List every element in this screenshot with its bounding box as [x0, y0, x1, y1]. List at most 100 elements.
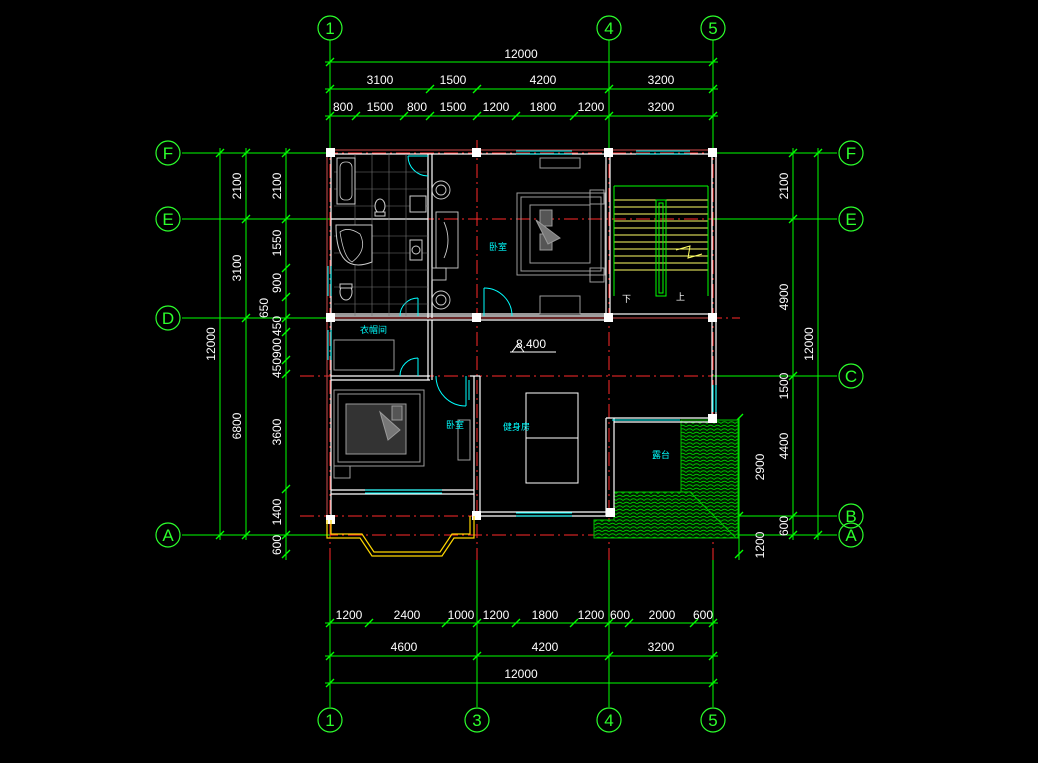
dim-bottom-r1: 2400: [394, 608, 421, 622]
svg-text:4: 4: [604, 711, 613, 730]
dim-left-inner: 1400: [270, 498, 284, 525]
dim-right-outer: 12000: [802, 327, 816, 361]
level-mark: 8.400: [510, 337, 556, 353]
axis-bubble-right-E: E: [838, 206, 864, 232]
dim-top-r2: 3200: [648, 100, 675, 114]
level-value: 8.400: [516, 337, 546, 351]
dim-left-inner: 2100: [270, 172, 284, 199]
basin: [409, 239, 423, 261]
dim-right-inner: 1500: [777, 372, 791, 399]
svg-text:4: 4: [604, 19, 613, 38]
dim-bottom-r1: 1000: [448, 608, 475, 622]
dim-bottom-r1: 1800: [532, 608, 559, 622]
svg-text:F: F: [846, 144, 856, 163]
axis-bubble-left-F: F: [155, 140, 181, 166]
staircase: [614, 199, 708, 271]
svg-text:5: 5: [708, 19, 717, 38]
axis-bubble-top-5: 5: [700, 15, 726, 41]
svg-text:F: F: [163, 144, 173, 163]
dim-left-outer: 3100: [230, 254, 244, 281]
toilet: [374, 198, 386, 214]
axis-bubble-right-A: A: [838, 522, 864, 548]
bathroom: [334, 154, 428, 316]
svg-text:D: D: [162, 309, 174, 328]
dim-top-r2: 1800: [530, 100, 557, 114]
axis-bubble-top-1: 1: [317, 15, 343, 41]
axis-bubble-bottom-5: 5: [700, 707, 726, 733]
room-label-gym: 健身房: [503, 421, 530, 433]
dim-top-r2: 800: [333, 100, 353, 114]
stair-down-label: 下: [622, 295, 631, 305]
structural-columns: [326, 148, 717, 524]
axis-bubble-left-E: E: [155, 206, 181, 232]
dim-bottom-r1: 1200: [483, 608, 510, 622]
dimension-ticks: [215, 57, 823, 688]
dim-left-inner: 450: [270, 316, 284, 336]
stair-up-label: 上: [676, 292, 685, 303]
dim-right-inner: 2100: [777, 172, 791, 199]
axis-bubble-left-D: D: [155, 305, 181, 331]
svg-text:E: E: [162, 210, 173, 229]
gym-table: [525, 392, 579, 484]
dim-top-r2: 1500: [367, 100, 394, 114]
dim-top-r2: 1500: [440, 100, 467, 114]
axis-bubble-bottom-3: 3: [464, 707, 490, 733]
dim-top-r2: 1200: [483, 100, 510, 114]
room-label-bedroom-top: 卧室: [489, 241, 507, 253]
room-label-terrace: 露台: [652, 449, 670, 461]
bedroom-low-furniture: [333, 339, 471, 479]
dim-bottom-r1: 600: [693, 608, 713, 622]
svg-text:3: 3: [472, 711, 481, 730]
terrace-roof-tiles: [593, 419, 739, 539]
svg-text:C: C: [845, 367, 857, 386]
dim-left-inner: 3600: [270, 418, 284, 445]
dim-right-inner: 4900: [777, 283, 791, 310]
dim-left-inner: 900: [270, 338, 284, 358]
dim-right-extra: 2900: [753, 453, 767, 480]
axis-bubble-right-B: B: [838, 503, 864, 529]
dim-right-inner: 4400: [777, 432, 791, 459]
room-label-bedroom-low: 卧室: [446, 419, 464, 431]
dim-bottom-total: 12000: [504, 667, 538, 681]
svg-text:E: E: [845, 210, 856, 229]
dim-left-outer: 6800: [230, 412, 244, 439]
dim-left-inner: 900: [270, 273, 284, 293]
left-dimensions: 12000 2100 3100 6800 2100 1550 900 650 4…: [204, 172, 284, 555]
dim-top-r2: 1200: [578, 100, 605, 114]
dim-bottom-r1: 1200: [578, 608, 605, 622]
axis-bubble-bottom-1: 1: [317, 707, 343, 733]
svg-text:1: 1: [325, 19, 334, 38]
axis-bubble-left-A: A: [155, 522, 181, 548]
bay-window-balcony: [326, 516, 475, 557]
svg-text:A: A: [845, 526, 857, 545]
axis-bubble-right-F: F: [838, 140, 864, 166]
dim-bottom-r1: 1200: [336, 608, 363, 622]
dim-bottom-r2: 3200: [648, 640, 675, 654]
dim-top-r1: 1500: [440, 73, 467, 87]
bedroom-top-furniture: [516, 157, 606, 315]
dim-bottom-r2: 4200: [532, 640, 559, 654]
dim-left-inner: 1550: [270, 229, 284, 256]
dim-bottom-r2: 4600: [391, 640, 418, 654]
corner-tub: [335, 224, 373, 266]
dim-left-inner: 650: [257, 298, 271, 318]
bathtub: [336, 157, 356, 205]
room-label-closet: 衣帽间: [360, 324, 387, 336]
dim-top-r2: 800: [407, 100, 427, 114]
axis-bubble-right-C: C: [838, 363, 864, 389]
dim-bottom-r1: 2000: [649, 608, 676, 622]
dim-right-inner: 600: [777, 516, 791, 536]
doors: [399, 155, 513, 407]
dimension-lines: [219, 61, 819, 684]
stair-handrail: [613, 185, 709, 297]
dim-top-total: 12000: [504, 47, 538, 61]
dim-left-outer: 2100: [230, 172, 244, 199]
dim-left-inner: 600: [270, 535, 284, 555]
axis-bubble-bottom-4: 4: [596, 707, 622, 733]
dim-top-r1: 4200: [530, 73, 557, 87]
strip-furniture: [431, 180, 459, 310]
bottom-dimensions: 1200 2400 1000 1200 1800 1200 600 2000 6…: [336, 608, 714, 681]
top-dimensions: 12000 3100 1500 4200 3200 800 1500 800 1…: [333, 47, 675, 114]
